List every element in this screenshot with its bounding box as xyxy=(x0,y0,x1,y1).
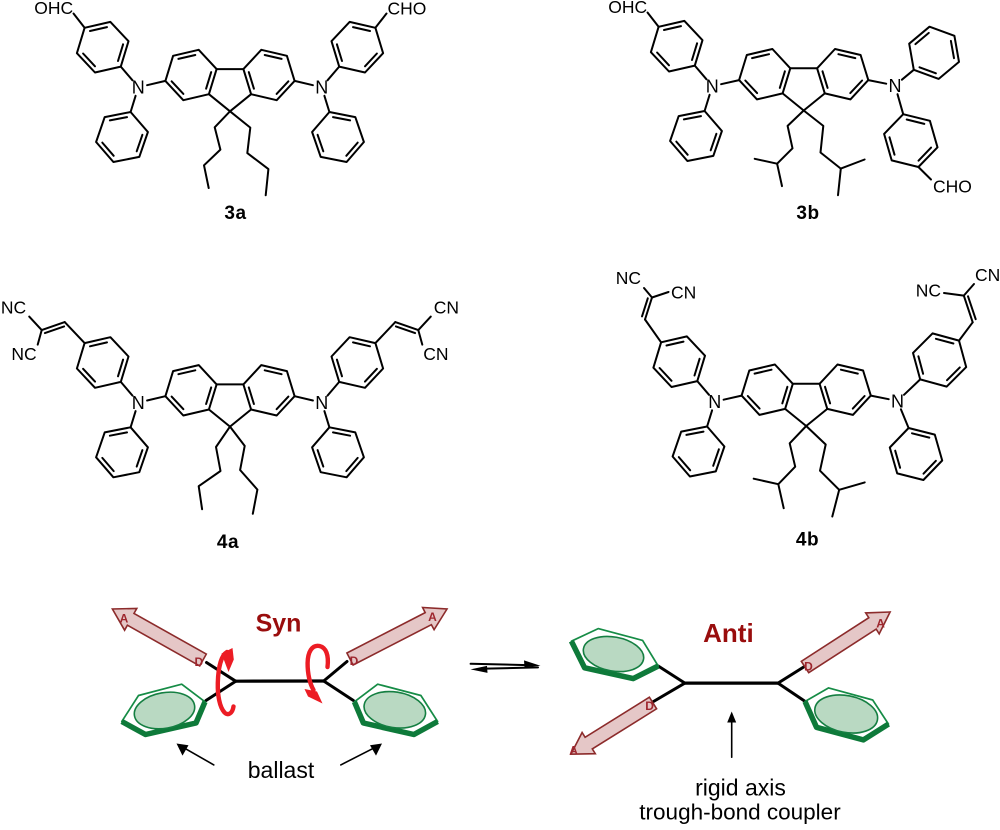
svg-text:OHC: OHC xyxy=(608,0,647,17)
svg-text:D: D xyxy=(194,655,203,669)
svg-text:3b: 3b xyxy=(796,203,819,224)
svg-text:N: N xyxy=(891,391,904,411)
svg-text:rigid axis: rigid axis xyxy=(695,775,786,801)
svg-text:D: D xyxy=(350,654,359,668)
svg-text:4b: 4b xyxy=(796,530,819,551)
svg-text:CN: CN xyxy=(975,265,1000,285)
svg-text:N: N xyxy=(132,393,145,413)
svg-text:N: N xyxy=(706,77,719,97)
svg-text:NC: NC xyxy=(11,344,36,364)
svg-text:4a: 4a xyxy=(217,532,239,553)
svg-text:NC: NC xyxy=(1,298,26,318)
svg-text:trough-bond coupler: trough-bond coupler xyxy=(639,800,841,825)
svg-text:CHO: CHO xyxy=(933,177,972,197)
svg-text:CN: CN xyxy=(671,283,696,303)
svg-text:NC: NC xyxy=(916,281,941,301)
svg-text:N: N xyxy=(708,392,721,412)
svg-text:N: N xyxy=(315,393,328,413)
svg-text:N: N xyxy=(132,78,145,98)
svg-text:OHC: OHC xyxy=(34,0,73,18)
svg-text:N: N xyxy=(889,76,902,96)
svg-text:Anti: Anti xyxy=(703,618,754,648)
svg-text:CN: CN xyxy=(434,298,459,318)
svg-text:A: A xyxy=(428,610,437,624)
svg-text:D: D xyxy=(804,659,813,673)
svg-text:N: N xyxy=(315,78,328,98)
svg-text:D: D xyxy=(645,699,654,713)
svg-text:CN: CN xyxy=(423,344,448,364)
svg-text:A: A xyxy=(120,612,129,626)
svg-text:Syn: Syn xyxy=(256,610,302,638)
svg-text:CHO: CHO xyxy=(388,0,427,18)
svg-text:ballast: ballast xyxy=(248,757,315,783)
svg-text:A: A xyxy=(876,616,885,630)
svg-text:3a: 3a xyxy=(224,203,246,224)
svg-text:A: A xyxy=(569,744,578,758)
svg-text:NC: NC xyxy=(616,268,641,288)
